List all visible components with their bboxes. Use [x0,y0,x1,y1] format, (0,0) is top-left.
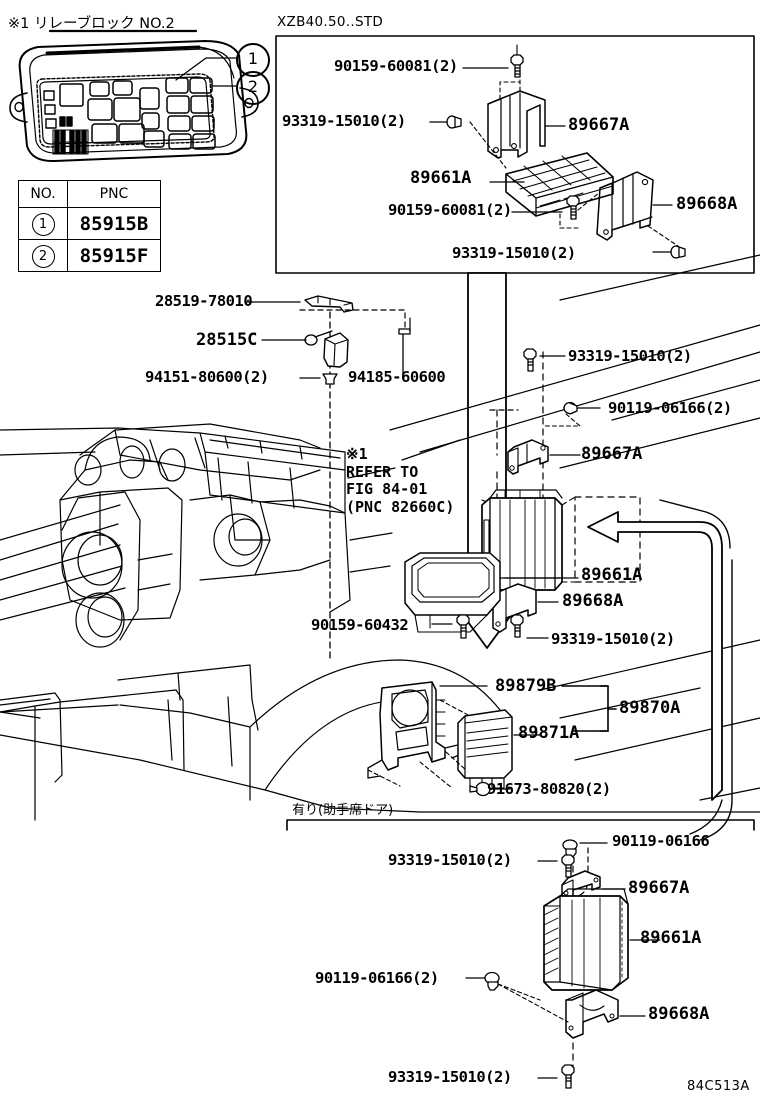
label-89668A-topbox: 89668A [676,194,738,214]
pnc-row-2-no: 2 [18,239,68,272]
label-93319-15010-main-top: 93319-15010(2) [568,347,692,365]
figure-code: 84C513A [687,1079,750,1094]
bottom-box-title: 有り(助手席ドア) [292,803,394,818]
relay-block-note: ※1 リレーブロック NO.2 [8,16,175,32]
label-90119-06166-bottom-pair: 90119-06166(2) [315,969,439,987]
label-91673-80820: 91673-80820(2) [487,780,611,798]
label-89661A-main: 89661A [581,565,643,585]
relay-block-illustration [9,40,259,163]
label-28515C: 28515C [196,330,258,350]
pnc-table: NO. PNC 1 85915B 2 85915F [18,180,161,272]
door-control-assembly [367,681,617,797]
label-90119-06166-bottom: 90119-06166 [612,832,710,850]
arrow-left [587,511,723,801]
label-89667A-main: 89667A [581,444,643,464]
label-89871A: 89871A [518,723,580,743]
label-93319-15010-right: 93319-15010(2) [452,244,576,262]
refer-note: ※1 REFER TO FIG 84-01 (PNC 82660C) [346,445,455,516]
label-90159-60081-upper: 90159-60081(2) [334,57,458,75]
table-row: 1 85915B [18,207,161,240]
label-89667A-bottom: 89667A [628,878,690,898]
part-28515C-shape [304,330,349,368]
label-90159-60432: 90159-60432 [311,616,409,634]
label-89879B: 89879B [495,676,557,696]
label-94185-60600: 94185-60600 [348,368,446,386]
bottom-box-frame [286,819,755,831]
part-28519-78010-shape [304,295,354,313]
pnc-row-2-pnc: 85915F [67,239,161,272]
label-89661A-bottom: 89661A [640,928,702,948]
label-93319-15010-bottom-upper: 93319-15010(2) [388,851,512,869]
pnc-row-1-pnc: 85915B [67,207,161,240]
top-box-exploded-view [429,44,686,259]
label-89667A-topbox: 89667A [568,115,630,135]
pnc-header-no: NO. [18,180,68,208]
top-box-title: XZB40.50..STD [277,14,384,30]
label-89661A-topbox: 89661A [410,168,472,188]
vehicle-body-illustration [0,254,760,821]
label-94151-80600: 94151-80600(2) [145,368,269,386]
label-89668A-main: 89668A [562,591,624,611]
label-93319-15010-main-bot: 93319-15010(2) [551,630,675,648]
label-93319-15010-bottom-lower: 93319-15010(2) [388,1068,512,1086]
relay-callout-2: 2 [236,71,270,105]
label-89870A: 89870A [619,698,681,718]
pnc-row-1-no: 1 [18,207,68,240]
table-row: 2 85915F [18,239,161,272]
label-90119-06166-main: 90119-06166(2) [608,399,732,417]
label-93319-15010-left: 93319-15010(2) [282,112,406,130]
pnc-header-pnc: PNC [67,180,161,208]
bottom-exploded-view [465,839,661,1089]
label-28519-78010: 28519-78010 [155,292,253,310]
top-box-frame [275,35,755,274]
label-89668A-bottom: 89668A [648,1004,710,1024]
label-90159-60081-lower: 90159-60081(2) [388,201,512,219]
main-ecu-assembly [404,348,641,639]
